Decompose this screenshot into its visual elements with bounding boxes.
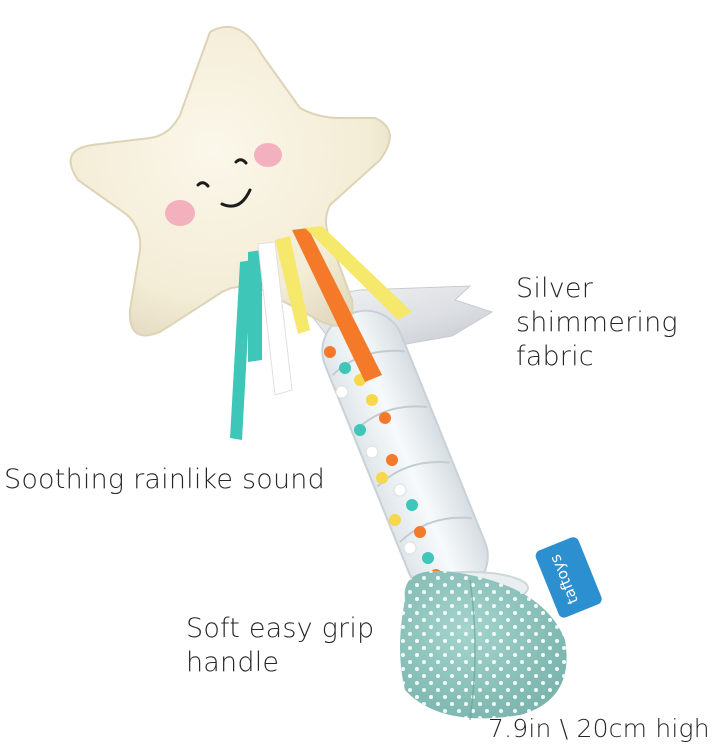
star-plush [69,26,391,337]
star-face [165,143,282,226]
grip-handle [400,570,567,721]
callout-silver-fabric: Silver shimmering fabric [516,273,678,372]
callout-rain-sound: Soothing rainlike sound [4,464,325,495]
brand-tag: taftoys [535,537,602,618]
rain-tube [321,309,489,598]
ribbons [230,226,412,440]
callout-size: 7.9in \ 20cm high [488,714,710,743]
callout-grip-handle: Soft easy grip handle [186,613,375,678]
